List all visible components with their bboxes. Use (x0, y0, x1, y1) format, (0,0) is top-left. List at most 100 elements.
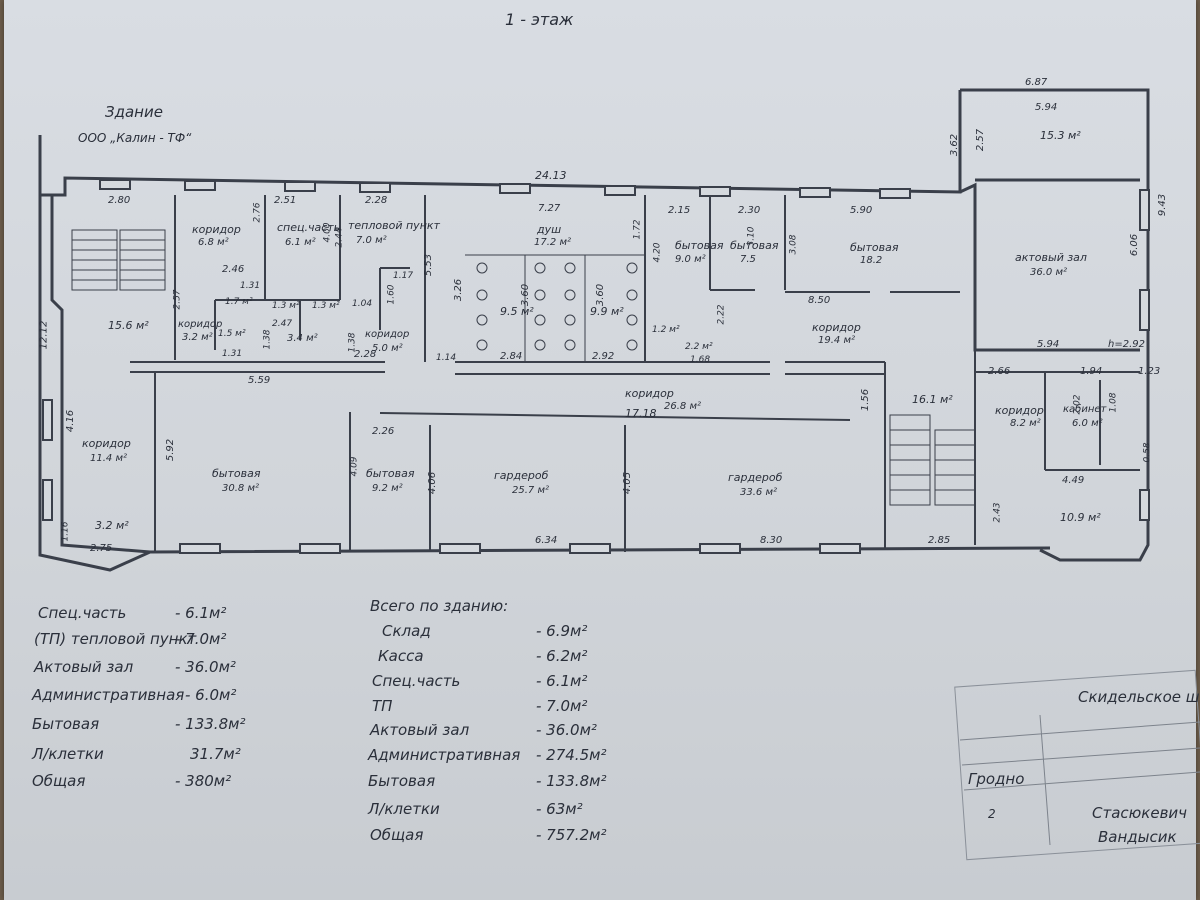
room-wc2: 1.3 м² (272, 301, 300, 311)
room-koridor5-area: 11.4 м² (90, 453, 127, 464)
dim-0-58: 0.58 (1142, 442, 1153, 463)
dim-1-31b: 1.31 (222, 349, 243, 359)
room-small-2-2: 2.2 м² (685, 342, 713, 352)
room-bytovaya2-area: 7.5 (740, 254, 756, 265)
summary-right-label-4: Актовый зал (370, 721, 470, 739)
room-vest-area: 3.2 м² (95, 519, 129, 532)
dim-left-height: 12.12 (38, 320, 50, 350)
dim-6-06: 6.06 (1129, 233, 1141, 257)
summary-right-label-8: Общая (370, 826, 424, 844)
dim-1-17: 1.17 (393, 271, 414, 281)
room-koridor4: коридор (995, 404, 1044, 417)
dim-2-66: 2.66 (988, 366, 1011, 377)
dim-3-60a: 3.60 (520, 283, 532, 307)
summary-left-value-2: - 36.0м² (175, 658, 236, 676)
dim-top-overall: 24.13 (535, 169, 567, 182)
dim-2-80: 2.80 (108, 195, 131, 206)
dim-2-22: 2.22 (716, 304, 727, 325)
dim-3-60b: 3.60 (595, 283, 607, 307)
dim-east-overall: 6.87 (1025, 77, 1048, 88)
summary-left-value-1: - 7.0м² (175, 630, 227, 648)
room-garderob2: гардероб (728, 471, 783, 484)
dim-5-94b: 5.94 (1037, 339, 1060, 350)
dim-5-53: 5.53 (423, 253, 435, 277)
stair-east (889, 414, 976, 506)
shower-fixtures (465, 254, 645, 362)
dim-8-50: 8.50 (808, 295, 831, 306)
room-kabinet-area: 6.0 м² (1072, 418, 1103, 429)
summary-right-label-0: Склад (382, 622, 431, 640)
room-garderob1: гардероб (494, 469, 549, 482)
dim-2-57: 2.57 (975, 128, 987, 152)
dim-2-15: 2.15 (668, 205, 691, 216)
summary-right-value-6: - 133.8м² (536, 772, 607, 790)
dim-3-26: 3.26 (453, 278, 465, 302)
dim-17-18: 17.18 (625, 407, 657, 420)
dim-1-68: 1.68 (690, 355, 711, 365)
dim-4-49: 4.49 (1062, 475, 1085, 486)
summary-left-label-2: Актовый зал (34, 658, 134, 676)
dim-3-62: 3.62 (949, 133, 961, 157)
dim-4-09: 4.09 (349, 456, 360, 477)
interior-walls (130, 195, 1140, 552)
room-bytovaya3-area: 18.2 (860, 255, 883, 266)
room-koridor3-area: 19.4 м² (818, 335, 855, 346)
room-stair2-area: 16.1 м² (912, 393, 953, 406)
dim-2-43: 2.43 (992, 502, 1003, 523)
summary-right-value-4: - 36.0м² (536, 721, 597, 739)
dim-5-90: 5.90 (850, 205, 873, 216)
summary-right-label-5: Административная (368, 746, 521, 764)
dim-2-75: 2.75 (90, 543, 113, 554)
room-koridor-main-area: 26.8 м² (664, 401, 701, 412)
dim-2-28b: 2.28 (354, 349, 377, 360)
summary-left-value-4: - 133.8м² (175, 715, 246, 733)
room-koridor2: коридор (365, 329, 410, 340)
dim-1-56: 1.56 (860, 388, 872, 412)
summary-right-value-0: - 6.9м² (536, 622, 588, 640)
summary-left-value-6: - 380м² (175, 772, 232, 790)
room-koridor-small-area: 3.2 м² (182, 332, 213, 343)
room-3-4: 3.4 м² (287, 333, 318, 344)
dim-7-27: 7.27 (538, 203, 561, 214)
room-koridor5: коридор (82, 437, 131, 450)
stamp-signature-2: Вандысик (1098, 828, 1177, 846)
summary-right-value-7: - 63м² (536, 800, 583, 818)
room-koridor1: коридор (192, 223, 241, 236)
dim-4-06: 4.06 (427, 471, 439, 495)
dim-h: h=2.92 (1108, 339, 1145, 350)
summary-right-value-5: - 274.5м² (536, 746, 607, 764)
dim-4-05: 4.05 (622, 471, 634, 495)
summary-right-label-7: Л/клетки (368, 800, 440, 818)
dim-2-51: 2.51 (274, 195, 297, 206)
dim-2-76: 2.76 (252, 202, 263, 223)
summary-right-value-1: - 6.2м² (536, 647, 588, 665)
summary-right-value-3: - 7.0м² (536, 697, 588, 715)
dim-5-92: 5.92 (165, 438, 177, 462)
room-bytovaya3: бытовая (850, 241, 899, 254)
dim-3-08: 3.08 (788, 234, 799, 255)
summary-right-value-8: - 757.2м² (536, 826, 607, 844)
summary-left-label-1: (ТП) тепловой пункт (34, 630, 197, 648)
room-aktovyi: актовый зал (1015, 251, 1087, 264)
dim-1-60: 1.60 (386, 284, 397, 305)
stamp-sheet: 2 (988, 807, 996, 821)
room-bytovaya2: бытовая (730, 239, 779, 252)
dim-1-16: 1.16 (60, 521, 71, 542)
room-wc4: 1.5 м² (218, 329, 246, 339)
dim-2-92: 2.92 (592, 351, 615, 362)
summary-left-value-0: - 6.1м² (175, 604, 227, 622)
building-label: Здание (105, 103, 163, 121)
stamp-grid (959, 714, 1200, 846)
dim-4-16: 4.16 (65, 409, 77, 433)
dim-6-34: 6.34 (535, 535, 558, 546)
room-bytovaya5-area: 9.2 м² (372, 483, 403, 494)
room-teplovoy: тепловой пункт (348, 219, 440, 232)
room-shower1: 9.5 м² (500, 305, 534, 318)
summary-right-value-2: - 6.1м² (536, 672, 588, 690)
building-name: ООО „Калин - ТФ“ (78, 131, 192, 145)
outer-walls (38, 88, 1150, 572)
summary-left-label-6: Общая (32, 772, 86, 790)
dim-2-47: 2.47 (272, 319, 293, 329)
room-bytovaya4-area: 30.8 м² (222, 483, 259, 494)
dim-1-72: 1.72 (632, 219, 643, 240)
